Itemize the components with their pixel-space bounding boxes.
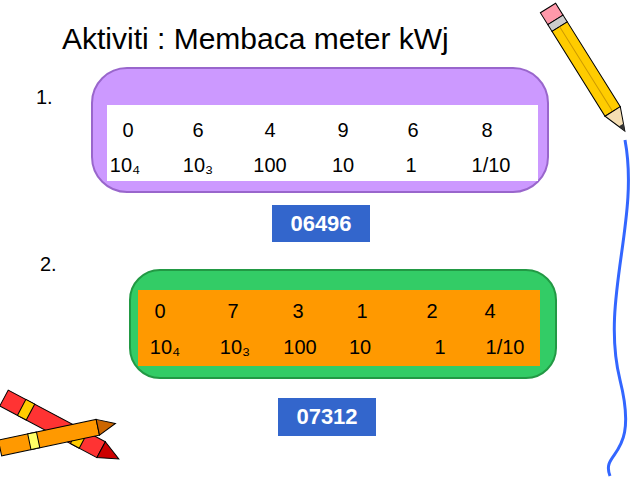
place-value: 1/10 bbox=[472, 154, 511, 177]
place-value: 1 bbox=[434, 336, 445, 359]
place-value: 100 bbox=[283, 336, 316, 359]
place-value: 10 bbox=[332, 154, 354, 177]
place-value: 10₃ bbox=[183, 154, 213, 177]
crayon-illustration bbox=[0, 416, 117, 456]
place-value: 100 bbox=[253, 154, 286, 177]
meter-digit: 1 bbox=[356, 300, 367, 323]
meter-digit: 4 bbox=[484, 300, 495, 323]
meter-display: 0 6 4 9 6 8 10₄ 10₃ 100 10 1 1/10 bbox=[107, 105, 538, 181]
meter-digit: 8 bbox=[481, 119, 492, 142]
pencil-illustration bbox=[540, 3, 632, 136]
page-title: Aktiviti : Membaca meter kWj bbox=[62, 22, 449, 56]
place-value: 1 bbox=[405, 154, 416, 177]
meter-digit: 4 bbox=[264, 119, 275, 142]
meter-digit: 6 bbox=[407, 119, 418, 142]
meter-digit: 0 bbox=[122, 119, 133, 142]
reading-box: 07312 bbox=[278, 398, 376, 436]
meter-digit: 9 bbox=[337, 119, 348, 142]
meter-band bbox=[92, 68, 548, 192]
reading-value: 07312 bbox=[296, 404, 357, 430]
item-number: 2. bbox=[40, 253, 57, 276]
meter-band bbox=[130, 270, 556, 378]
item-number: 1. bbox=[36, 86, 53, 109]
wavy-line bbox=[608, 140, 628, 476]
place-value: 10₄ bbox=[110, 154, 140, 177]
place-value: 10₄ bbox=[150, 336, 180, 359]
place-value: 10 bbox=[349, 336, 371, 359]
meter-digit: 0 bbox=[154, 300, 165, 323]
meter-display: 0 7 3 1 2 4 10₄ 10₃ 100 10 1 1/10 bbox=[138, 290, 540, 366]
meter-digit: 2 bbox=[426, 300, 437, 323]
reading-box: 06496 bbox=[272, 205, 370, 242]
place-value: 1/10 bbox=[486, 336, 525, 359]
place-value: 10₃ bbox=[220, 336, 250, 359]
meter-digit: 7 bbox=[227, 300, 238, 323]
meter-digit: 6 bbox=[192, 119, 203, 142]
meter-digit: 3 bbox=[292, 300, 303, 323]
reading-value: 06496 bbox=[290, 211, 351, 237]
